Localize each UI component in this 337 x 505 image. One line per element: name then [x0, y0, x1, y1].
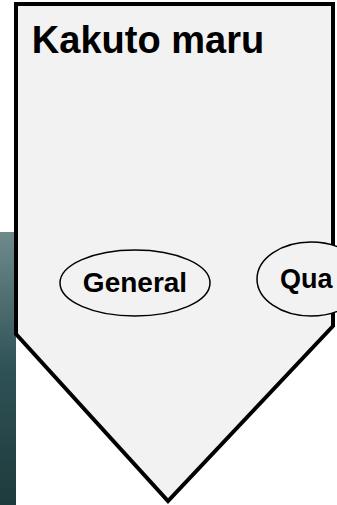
- node-title: Kakuto maru: [30, 10, 266, 70]
- photo-edge: [0, 232, 16, 505]
- oval-path: [257, 242, 337, 316]
- oval-label: General: [59, 249, 211, 317]
- oval-text: Qua: [280, 264, 333, 295]
- oval-text: General: [83, 267, 187, 299]
- oval-label: Qua: [256, 241, 337, 317]
- oval-path: [60, 250, 210, 316]
